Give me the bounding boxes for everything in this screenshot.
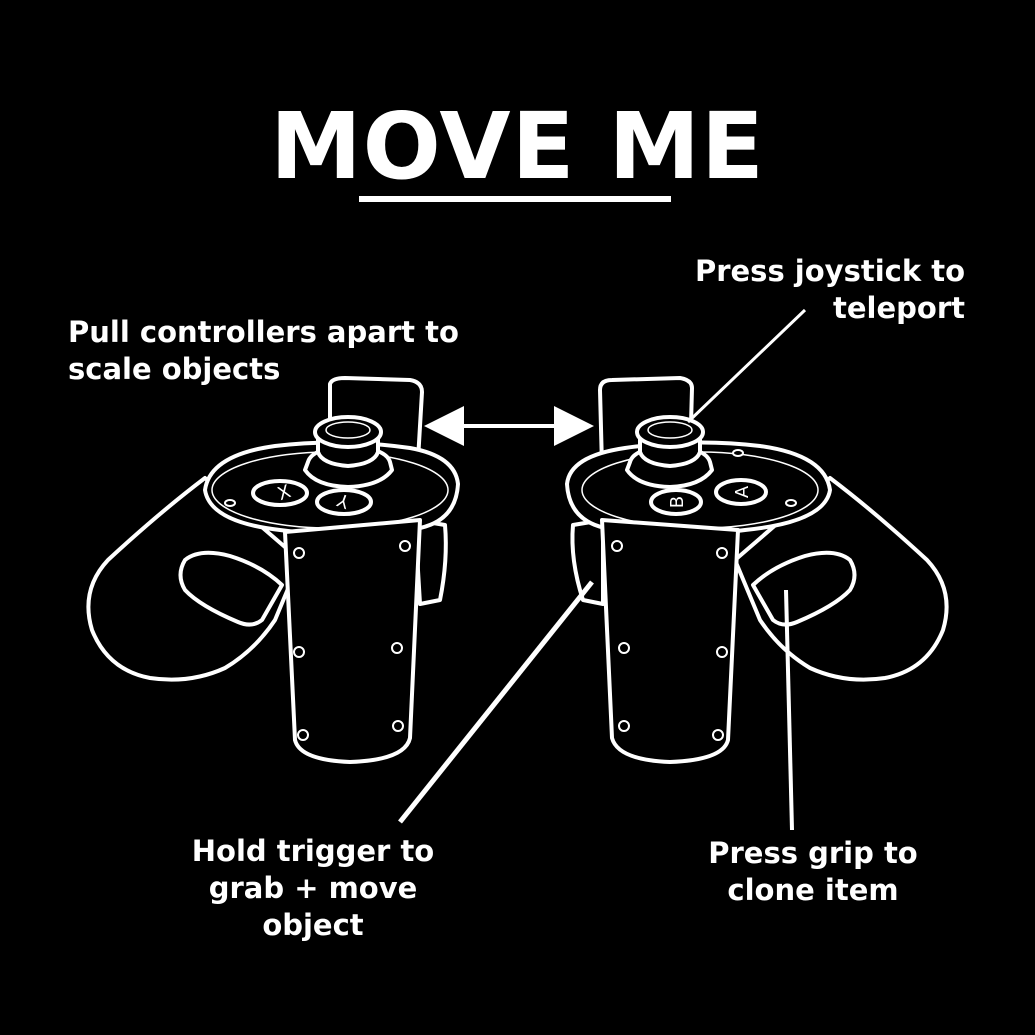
left-side-panel — [413, 518, 448, 606]
trigger-pointer-line — [398, 580, 594, 824]
right-side-panel — [570, 518, 605, 606]
right-button-a — [714, 478, 768, 506]
left-button-x — [251, 479, 309, 507]
left-grip-button — [178, 550, 284, 627]
title-underline — [359, 196, 671, 202]
grip-pointer-line — [784, 589, 794, 831]
right-button-a-label: A — [732, 485, 753, 498]
left-button-y — [315, 488, 373, 516]
right-button-b — [649, 488, 703, 516]
right-controller — [565, 376, 949, 764]
page-title: MOVE ME — [270, 93, 765, 200]
right-button-b-label: B — [667, 496, 688, 508]
trigger-instruction: Hold trigger to grab + move object — [191, 834, 435, 942]
left-top-face — [203, 440, 460, 537]
right-handle — [600, 518, 740, 764]
left-controller — [86, 376, 460, 764]
scale-instruction: Pull controllers apart to scale objects — [68, 315, 459, 386]
right-grip-button — [751, 550, 857, 627]
teleport-instruction: Press joystick to teleport — [694, 254, 965, 325]
left-handle — [283, 518, 422, 764]
teleport-pointer-line — [686, 308, 807, 424]
grip-instruction: Press grip to clone item — [708, 836, 918, 907]
